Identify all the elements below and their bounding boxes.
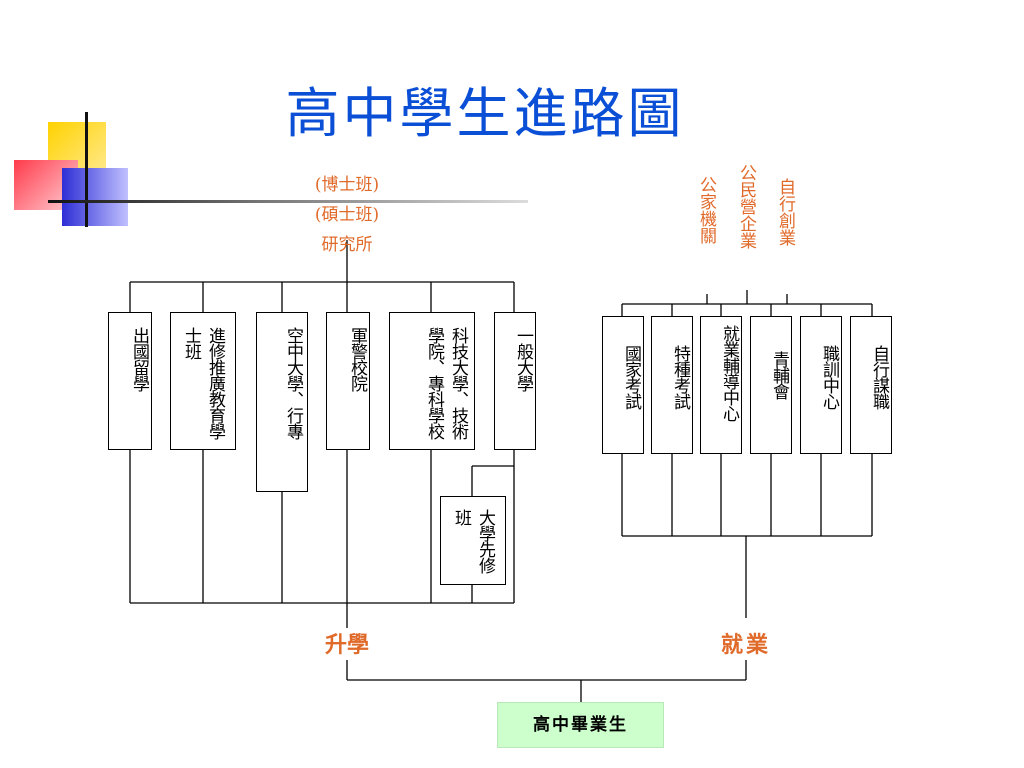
doctor-label: (博士班) (314, 175, 380, 195)
extension-program-box: 進修推廣教育學士班 (170, 312, 236, 450)
youth-counsel-box: 青輔會 (750, 316, 792, 454)
startup-label: 自行創業 (775, 178, 795, 246)
institute-label: 研究所 (321, 235, 373, 255)
open-university-box: 空中大學、行專 (256, 312, 308, 492)
pre-college-box: 大學先修班 (440, 496, 506, 585)
logo-vertical-bar (85, 112, 88, 227)
national-exam-box: 國家考試 (602, 316, 644, 454)
further-study-label: 升學 (324, 632, 369, 658)
enterprise-label: 公民營企業 (736, 164, 756, 249)
page-title: 高中學生進路圖 (285, 82, 685, 145)
logo-horizontal-line (48, 200, 528, 203)
master-label: (碩士班) (314, 205, 380, 225)
public-agency-label: 公家機關 (696, 176, 716, 244)
study-abroad-box: 出國留學 (108, 312, 152, 450)
general-university-box: 一般大學 (494, 312, 536, 450)
self-employment-box: 自行謀職 (850, 316, 892, 454)
graduate-box: 高中畢業生 (497, 702, 664, 748)
special-exam-box: 特種考試 (651, 316, 693, 454)
employment-center-box: 就業輔導中心 (700, 316, 742, 454)
logo-blue-square (62, 168, 128, 226)
employment-label: 就業 (720, 632, 771, 658)
military-police-box: 軍警校院 (326, 312, 370, 450)
tech-university-box: 科技大學、技術學院、專科學校 (389, 312, 475, 450)
vocational-center-box: 職訓中心 (800, 316, 842, 454)
